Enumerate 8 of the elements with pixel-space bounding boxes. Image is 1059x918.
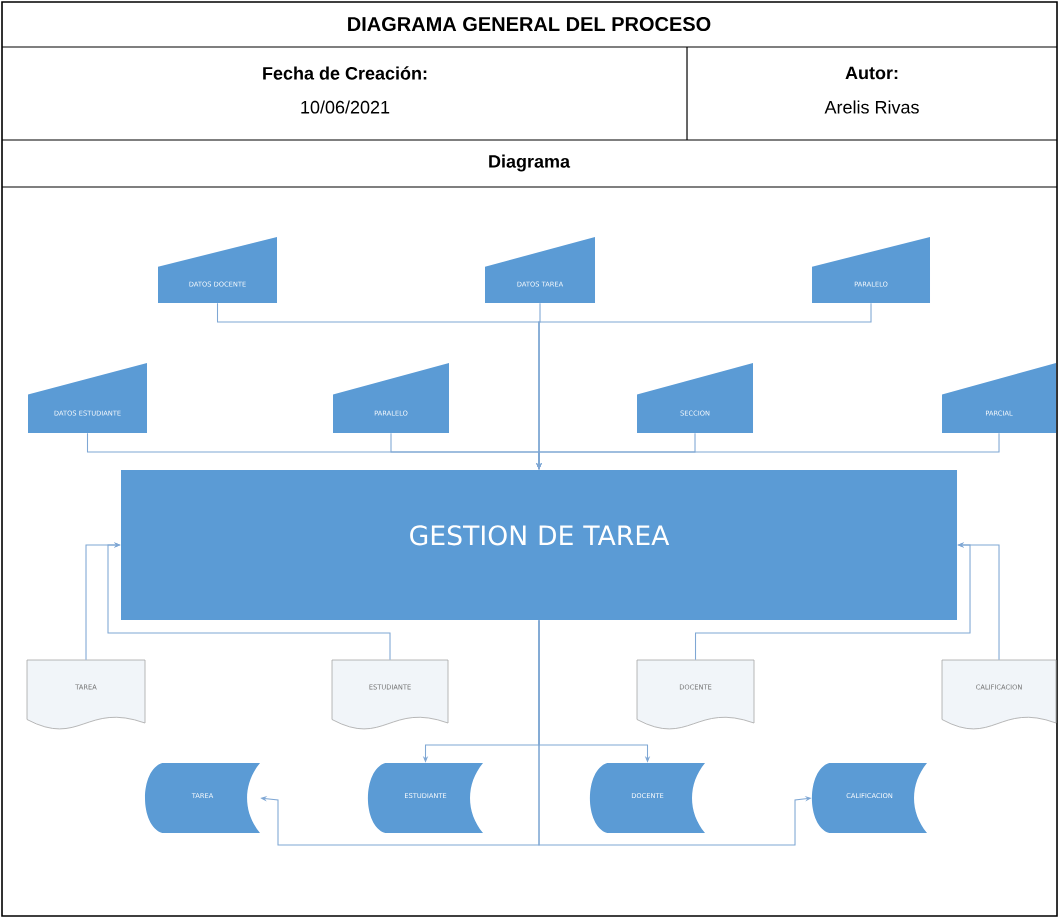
cell-value: 10/06/2021	[301, 100, 390, 114]
column-header: Fecha de Creación:	[263, 66, 427, 80]
title: DIAGRAMA GENERAL DEL PROCESO	[348, 16, 711, 32]
cell-value: Arelis Rivas	[824, 100, 919, 114]
process-box: GESTION DE TAREA	[121, 470, 957, 620]
arrow	[107, 542, 391, 661]
column-header: Autor:	[845, 66, 898, 80]
section-header: Diagrama	[489, 154, 571, 172]
